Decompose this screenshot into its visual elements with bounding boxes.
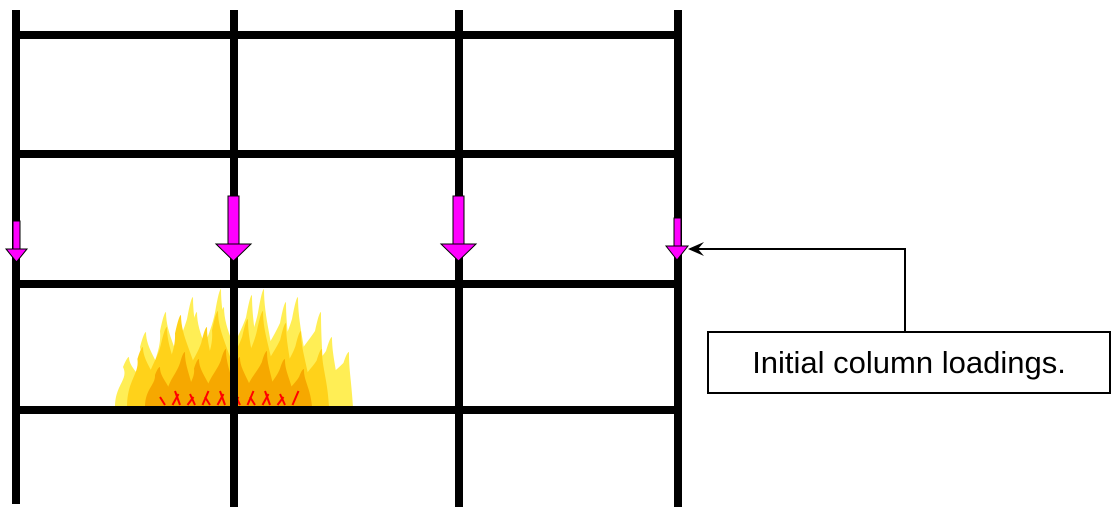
load-arrow-2 bbox=[214, 195, 253, 262]
flame-ember bbox=[219, 390, 226, 406]
column-load-arrows bbox=[4, 195, 690, 263]
flame-ember bbox=[159, 396, 166, 406]
flame-ember bbox=[264, 390, 271, 406]
frame-floors bbox=[12, 31, 682, 414]
leader-arrowhead-icon bbox=[688, 242, 704, 256]
flame-ember bbox=[189, 393, 196, 406]
load-arrow-4 bbox=[664, 217, 690, 261]
flame-ember bbox=[204, 396, 211, 406]
flame-ember bbox=[279, 393, 286, 406]
callout-label: Initial column loadings. bbox=[707, 331, 1111, 394]
flame-tongue bbox=[284, 369, 312, 407]
fire-icon bbox=[115, 289, 353, 407]
flame-ember bbox=[291, 390, 300, 406]
flame-ember bbox=[174, 390, 181, 406]
flame-ember bbox=[249, 396, 256, 406]
load-arrow-1 bbox=[4, 220, 29, 263]
load-arrow-3 bbox=[439, 195, 478, 262]
callout-leader bbox=[688, 242, 906, 331]
frame-columns bbox=[12, 10, 682, 507]
